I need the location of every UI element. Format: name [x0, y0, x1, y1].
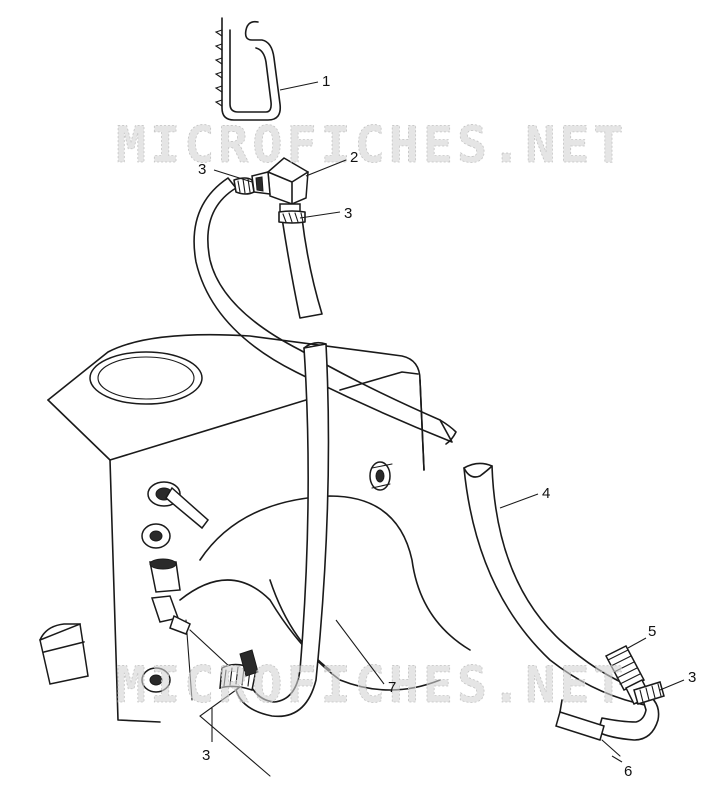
callout-6: 6 — [624, 763, 632, 780]
clamp-filter — [633, 681, 665, 705]
callout-4: 4 — [542, 485, 550, 502]
callout-5: 5 — [648, 623, 656, 640]
edge-trim-part — [214, 17, 282, 121]
hose-7 — [199, 341, 330, 777]
tank-filler-opening — [89, 351, 203, 405]
tank-fittings — [141, 461, 393, 693]
callout-1: 1 — [322, 73, 330, 90]
clamp-lower-left — [219, 649, 259, 691]
tank-bracket — [39, 622, 89, 685]
hose-clip — [555, 699, 621, 757]
callout-2: 2 — [350, 149, 358, 166]
watermark-bottom: MICROFICHES.NET — [116, 656, 628, 714]
callout-7: 7 — [388, 679, 396, 696]
callout-3-lower-clamp: 3 — [202, 747, 210, 764]
inline-filter — [604, 645, 652, 706]
vent-hose-upper — [278, 210, 323, 319]
callout-3-filter-clamp: 3 — [688, 669, 696, 686]
callout-3-upper-clamp: 3 — [344, 205, 352, 222]
callout-3-elbow: 3 — [198, 161, 206, 178]
fuel-tank — [47, 333, 471, 723]
leader-lines — [211, 81, 685, 763]
watermark-top: MICROFICHES.NET — [116, 116, 628, 174]
hose-4 — [463, 462, 660, 741]
vent-hose-main — [193, 177, 457, 445]
